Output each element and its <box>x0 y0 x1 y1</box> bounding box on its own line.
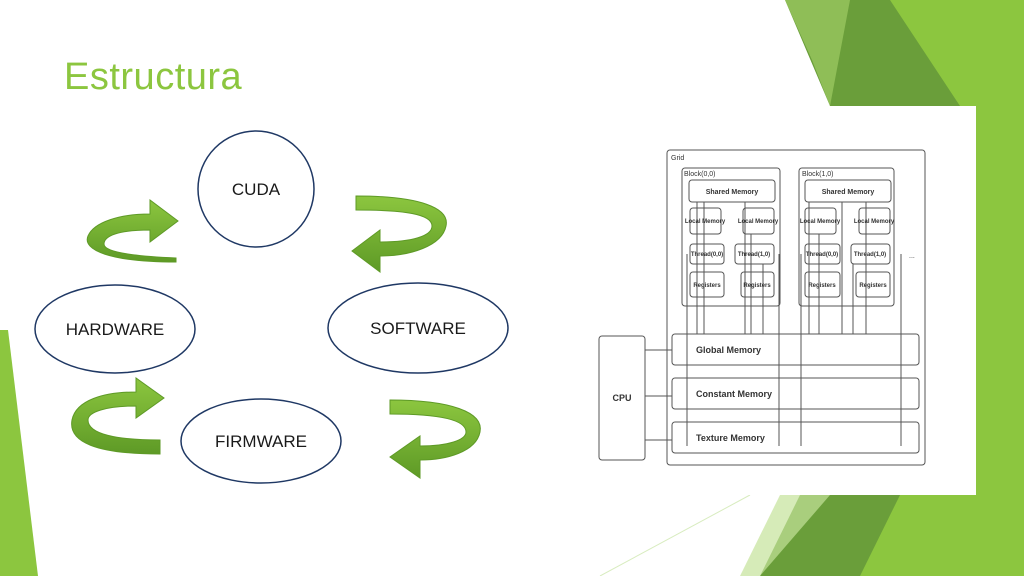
node-software: SOFTWARE <box>327 282 509 374</box>
block-0-thread-0-label: Thread(0,0) <box>691 252 723 258</box>
bg-shape-bottom-right-pale <box>740 495 830 576</box>
global-memory-label: Global Memory <box>696 345 761 355</box>
node-hardware: HARDWARE <box>34 284 196 374</box>
node-cuda-label: CUDA <box>232 180 281 199</box>
node-firmware-label: FIRMWARE <box>215 432 307 451</box>
block-0-box <box>681 167 781 307</box>
grid-label: Grid <box>671 155 684 162</box>
node-firmware: FIRMWARE <box>180 398 342 484</box>
cpu-label: CPU <box>612 393 631 403</box>
cycle-diagram: CUDA SOFTWARE FIRMWARE HARDWARE <box>34 130 509 484</box>
block-0-thread-0-registers: Registers <box>693 283 721 289</box>
arrow-software-to-firmware <box>389 399 481 479</box>
bg-shape-right-edge <box>976 106 1024 495</box>
arrow-hardware-to-cuda <box>86 199 179 263</box>
bg-shape-left-edge <box>0 330 38 576</box>
arrow-cuda-to-software <box>351 195 447 273</box>
node-cuda: CUDA <box>197 130 315 248</box>
block-1-thread-0-local-memory: Local Memory <box>800 219 841 225</box>
memory-diagram-panel: Grid Block(0,0) Block(1,0) Shared Memory… <box>583 106 976 495</box>
block-0-thread-1-registers: Registers <box>743 283 771 289</box>
block-1-thread-1-registers: Registers <box>859 283 887 289</box>
block-0-shared-memory-box <box>688 179 776 203</box>
bg-shape-top-right-pale <box>785 0 850 106</box>
constant-memory-label: Constant Memory <box>696 389 772 399</box>
block-0-label: Block(0,0) <box>684 171 716 178</box>
block-1-thread-1-label: Thread(1,0) <box>854 252 886 258</box>
grid-box <box>666 149 926 466</box>
block-0-shared-memory-label: Shared Memory <box>706 189 759 196</box>
bg-shape-bottom-right-light <box>860 495 1024 576</box>
block-1-thread-0-registers: Registers <box>808 283 836 289</box>
slide-title: Estructura <box>64 56 243 98</box>
texture-memory-box <box>671 421 920 454</box>
memory-diagram: Grid Block(0,0) Block(1,0) Shared Memory… <box>598 149 926 466</box>
block-1-shared-memory-label: Shared Memory <box>822 189 875 196</box>
block-1-box <box>798 167 895 307</box>
grid-ellipsis: ... <box>909 253 915 260</box>
block-1-shared-memory-box <box>804 179 892 203</box>
constant-memory-box <box>671 377 920 410</box>
block-1-thread-0-label: Thread(0,0) <box>806 252 838 258</box>
block-0-thread-1-local-memory: Local Memory <box>738 219 779 225</box>
texture-memory-label: Texture Memory <box>696 433 765 443</box>
node-hardware-label: HARDWARE <box>66 320 165 339</box>
block-1-label: Block(1,0) <box>802 171 834 178</box>
cpu-box <box>598 335 646 461</box>
arrow-firmware-to-hardware <box>71 377 165 455</box>
block-0-thread-1-label: Thread(1,0) <box>738 252 770 258</box>
bg-shape-top-right-light <box>890 0 1024 106</box>
block-1-thread-1-local-memory: Local Memory <box>854 219 895 225</box>
node-software-label: SOFTWARE <box>370 319 466 338</box>
block-0-thread-0-local-memory: Local Memory <box>685 219 726 225</box>
bg-thin-line <box>599 494 751 576</box>
